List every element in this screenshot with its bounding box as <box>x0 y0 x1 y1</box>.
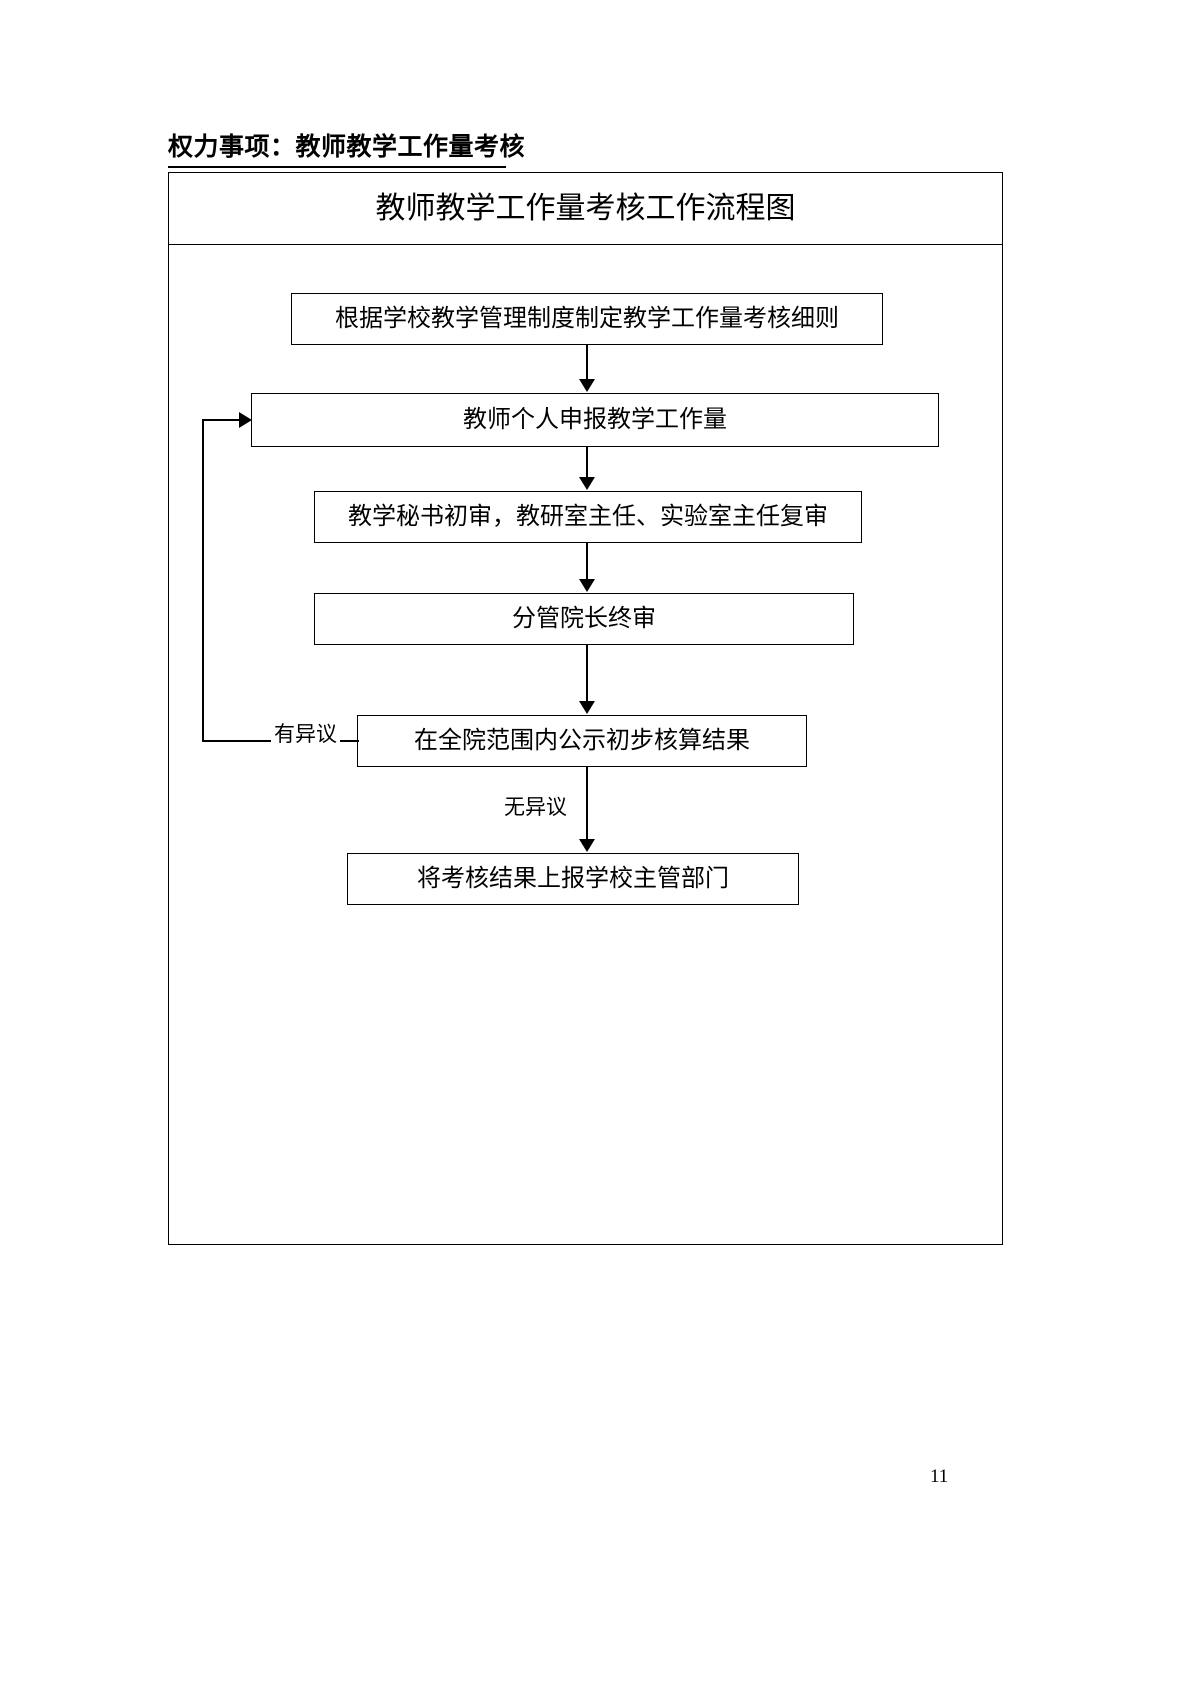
header-underline <box>168 166 506 168</box>
flow-node-final-review: 分管院长终审 <box>314 593 854 645</box>
connector-rules-to-declare <box>586 345 588 381</box>
arrow-right-icon <box>239 412 252 428</box>
arrow-down-icon <box>579 379 595 392</box>
flowchart-title: 教师教学工作量考核工作流程图 <box>169 173 1002 245</box>
arrow-down-icon <box>579 477 595 490</box>
arrow-down-icon <box>579 701 595 714</box>
connector-publicize-to-report <box>586 767 588 840</box>
flow-node-report: 将考核结果上报学校主管部门 <box>347 853 799 905</box>
flow-node-publicize: 在全院范围内公示初步核算结果 <box>357 715 807 767</box>
power-item-label: 权力事项：教师教学工作量考核 <box>168 132 526 161</box>
connector-prereview-to-final <box>586 543 588 580</box>
edge-label-no-objection: 无异议 <box>501 791 570 821</box>
connector-final-to-publicize <box>586 645 588 702</box>
page-header: 权力事项：教师教学工作量考核 <box>168 132 1008 168</box>
arrow-down-icon <box>579 839 595 852</box>
connector-declare-to-prereview <box>586 447 588 478</box>
arrow-down-icon <box>579 579 595 592</box>
edge-label-objection: 有异议 <box>271 718 340 748</box>
connector-feedback-top <box>202 419 244 421</box>
flow-node-prereview: 教学秘书初审，教研室主任、实验室主任复审 <box>314 491 862 543</box>
flow-node-rules: 根据学校教学管理制度制定教学工作量考核细则 <box>291 293 883 345</box>
flowchart-frame: 教师教学工作量考核工作流程图 根据学校教学管理制度制定教学工作量考核细则 教师个… <box>168 172 1003 1245</box>
page-number: 11 <box>930 1466 949 1487</box>
connector-feedback-vertical <box>202 420 204 742</box>
flow-node-declare: 教师个人申报教学工作量 <box>251 393 939 447</box>
